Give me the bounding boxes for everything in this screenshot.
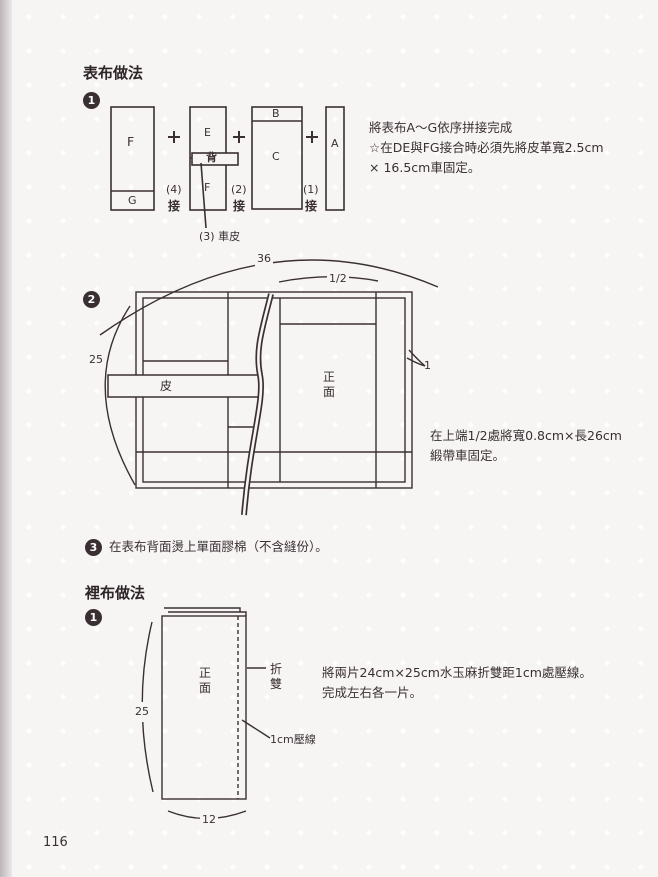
panel-back-label: 背	[206, 151, 217, 164]
panel-f2-label: F	[204, 181, 211, 194]
outer-fabric-heading: 表布做法	[83, 64, 144, 82]
panel-e-label: E	[204, 126, 211, 139]
fold-label-2: 雙	[270, 677, 283, 691]
d1-instruction-1: 將表布A～G依序拼接完成	[369, 120, 513, 135]
d1-instruction-2: ☆在DE與FG接合時必須先將皮革寬2.5cm	[369, 140, 604, 155]
book-spine-shadow	[0, 0, 12, 877]
front-label-2: 面	[323, 385, 336, 399]
lining-front-label-2: 面	[199, 681, 212, 695]
leather-label: 皮	[160, 379, 173, 393]
join-1-char: 接	[305, 199, 318, 213]
leather-note: (3) 車皮	[199, 230, 241, 243]
stitch-label: 1cm壓線	[270, 733, 316, 746]
height-dimension-label: 25	[89, 350, 103, 370]
panel-g-label: G	[128, 194, 137, 207]
step-2-badge: 2	[83, 291, 100, 308]
lining-heading: 裡布做法	[85, 584, 146, 602]
d1-instruction-3: × 16.5cm車固定。	[369, 160, 481, 175]
join-4-char: 接	[168, 199, 181, 213]
right-margin-label: 1	[424, 359, 431, 372]
panel-bc	[251, 106, 303, 210]
width-dimension-label: 36	[255, 249, 273, 269]
lining-height-label: 25	[135, 702, 149, 722]
join-2-char: 接	[233, 199, 246, 213]
page-number: 116	[43, 835, 68, 850]
panel-b-label: B	[272, 107, 280, 120]
leather-tab	[107, 374, 261, 398]
half-dimension-label: 1/2	[327, 269, 349, 289]
join-4-number: (4)	[166, 183, 182, 196]
height-dimension-arc	[104, 305, 136, 486]
panel-c-label: C	[272, 150, 280, 163]
front-label-1: 正	[323, 370, 336, 384]
lining-instruction-2: 完成左右各一片。	[322, 685, 423, 700]
step-3-badge: 3	[85, 539, 102, 556]
d2-instruction-2: 緞帶車固定。	[430, 448, 506, 463]
join-1-number: (1)	[303, 183, 319, 196]
step-3-text: 在表布背面燙上單面膠棉（不含縫份）。	[109, 539, 328, 554]
lining-width-label: 12	[200, 810, 218, 830]
panel-a-label: A	[331, 137, 339, 150]
fold-label-1: 折	[270, 662, 283, 676]
lining-step-1-badge: 1	[85, 609, 102, 626]
d2-instruction-1: 在上端1/2處將寬0.8cm×長26cm	[430, 428, 622, 443]
step-1-badge: 1	[83, 92, 100, 109]
lining-panel	[161, 615, 247, 800]
panel-fg	[110, 106, 155, 211]
lining-instruction-1: 將兩片24cm×25cm水玉麻折雙距1cm處壓線。	[322, 665, 592, 680]
join-2-number: (2)	[231, 183, 247, 196]
polka-dot-background	[12, 0, 658, 877]
panel-f-label: F	[127, 134, 135, 149]
lining-front-label-1: 正	[199, 666, 212, 680]
leather-strip-small	[191, 152, 239, 166]
panel-a	[325, 106, 345, 211]
